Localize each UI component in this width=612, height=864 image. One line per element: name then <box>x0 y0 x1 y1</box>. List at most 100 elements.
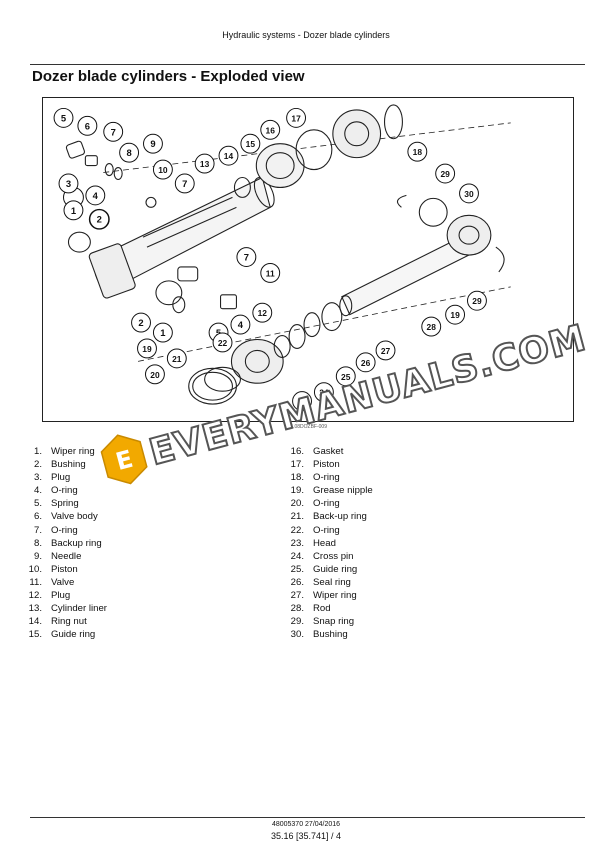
svg-text:4: 4 <box>238 320 244 331</box>
legend-number: 18. <box>290 472 304 484</box>
legend-number: 4. <box>33 485 42 497</box>
callout-2: 2 <box>89 209 110 230</box>
legend-number: 3. <box>33 472 42 484</box>
svg-text:27: 27 <box>381 346 391 356</box>
callout-7: 7 <box>236 247 257 267</box>
legend-row: 10. Piston <box>18 563 107 576</box>
legend-label: O-ring <box>51 524 78 536</box>
legend-number: 11. <box>29 576 42 588</box>
legend-row: 28.Rod <box>280 602 373 615</box>
svg-text:18: 18 <box>413 147 423 157</box>
callout-3: 3 <box>58 173 79 194</box>
legend-left-column: 1.Wiper ring 2.Bushing 3.Plug 4.O-ring 5… <box>18 445 107 641</box>
legend-row: 4. O-ring <box>18 484 107 497</box>
svg-text:7: 7 <box>244 252 249 263</box>
page-title: Dozer blade cylinders - Exploded view <box>32 68 305 85</box>
legend-row: 12.Plug <box>18 589 107 602</box>
legend-number: 27. <box>290 590 304 602</box>
callout-29: 29 <box>467 290 487 311</box>
legend-row: 5.Spring <box>18 497 107 510</box>
legend-row: 2.Bushing <box>18 458 107 471</box>
header-divider <box>30 64 585 65</box>
legend-number: 22. <box>290 524 304 536</box>
legend-row: 3.Plug <box>18 471 107 484</box>
legend-row: 9.Needle <box>18 550 107 563</box>
legend-number: 17. <box>290 459 304 471</box>
legend-label: O-ring <box>51 485 78 497</box>
callout-30: 30 <box>459 183 479 204</box>
exploded-view-drawing: 1122344556777891011121314151617181919202… <box>53 104 511 412</box>
callout-15: 15 <box>240 133 261 154</box>
legend-number: 14. <box>28 616 42 628</box>
legend-number: 24. <box>290 550 304 562</box>
legend-row: 27.Wiper ring <box>280 589 373 602</box>
running-header: Hydraulic systems - Dozer blade cylinder… <box>222 30 390 40</box>
legend-number: 23. <box>290 537 304 549</box>
page-reference: 35.16 [35.741] / 4 <box>270 831 342 841</box>
legend-row: 21.Back-up ring <box>280 510 373 523</box>
svg-text:23: 23 <box>297 397 307 407</box>
legend-row: 7.O-ring <box>18 524 107 537</box>
callout-4: 4 <box>230 314 251 335</box>
legend-label: Valve <box>51 576 75 588</box>
callout-5: 5 <box>53 107 74 128</box>
legend-label: Piston <box>51 563 78 575</box>
legend-label: O-ring <box>313 498 340 510</box>
legend-row: 16.Gasket <box>280 445 373 458</box>
legend-label: Spring <box>51 498 79 510</box>
legend-label: Snap ring <box>313 616 355 628</box>
legend-label: O-ring <box>313 524 340 536</box>
legend-label: Bushing <box>313 629 348 641</box>
callout-22: 22 <box>212 332 233 353</box>
watermark-logo-letter: E <box>113 445 136 476</box>
callout-19: 19 <box>445 304 466 325</box>
legend-number: 20. <box>290 498 304 510</box>
legend-label: Rod <box>313 603 331 615</box>
svg-text:21: 21 <box>172 354 182 364</box>
svg-text:15: 15 <box>246 139 256 149</box>
svg-text:3: 3 <box>66 179 71 190</box>
legend-number: 12. <box>28 590 42 602</box>
svg-text:7: 7 <box>111 127 116 138</box>
svg-text:1: 1 <box>71 206 76 217</box>
legend-number: 8. <box>33 537 42 549</box>
callout-14: 14 <box>218 145 239 166</box>
legend-label: Back-up ring <box>313 511 367 523</box>
legend-row: 29.Snap ring <box>280 615 373 628</box>
svg-text:22: 22 <box>218 338 228 348</box>
callout-labels: 1122344556777891011121314151617181919202… <box>53 107 487 412</box>
callout-17: 17 <box>286 107 307 128</box>
svg-text:16: 16 <box>266 125 276 135</box>
legend-label: Gasket <box>313 446 344 457</box>
callout-27: 27 <box>375 340 396 361</box>
legend-number: 25. <box>290 563 304 575</box>
legend-number: 10. <box>28 563 42 575</box>
svg-text:7: 7 <box>182 179 187 190</box>
legend-label: Cylinder liner <box>51 603 107 615</box>
document-reference: 48005370 27/04/2016 <box>271 821 341 828</box>
callout-19: 19 <box>137 338 157 359</box>
callout-7: 7 <box>174 173 195 194</box>
callout-24: 24 <box>313 382 334 403</box>
callout-21: 21 <box>166 348 187 369</box>
legend-label: Needle <box>51 550 82 562</box>
legend-row: 23.Head <box>280 537 373 550</box>
legend-label: Bushing <box>51 459 86 471</box>
legend-row: 13.Cylinder liner <box>18 602 107 615</box>
legend-label: Seal ring <box>313 576 351 588</box>
legend-row: 6.Valve body <box>18 510 107 523</box>
legend-row: 8.Backup ring <box>18 537 107 550</box>
callout-1: 1 <box>152 322 173 343</box>
legend-row: 20. O-ring <box>280 497 373 510</box>
svg-text:12: 12 <box>258 308 268 318</box>
svg-text:10: 10 <box>158 165 168 175</box>
callout-25: 25 <box>335 366 356 387</box>
legend-label: Ring nut <box>51 616 87 628</box>
legend-row: 24.Cross pin <box>280 550 373 563</box>
svg-text:17: 17 <box>291 113 301 123</box>
legend-number: 6. <box>33 511 42 523</box>
svg-text:29: 29 <box>440 169 450 179</box>
callout-6: 6 <box>77 115 98 136</box>
legend-row: 25.Guide ring <box>280 563 373 576</box>
legend-number: 15. <box>28 629 42 641</box>
